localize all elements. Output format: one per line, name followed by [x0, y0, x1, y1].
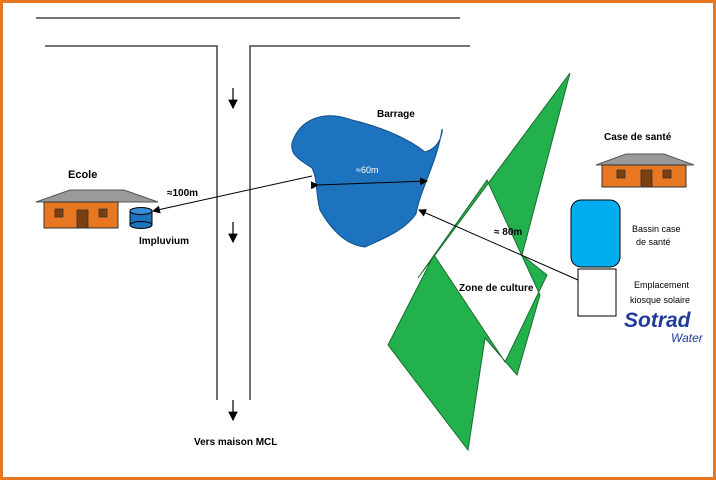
distance-60m-label: ≈60m: [356, 165, 378, 175]
bassin-label-line1: Bassin case: [632, 224, 681, 234]
road-right-edge: [249, 45, 470, 400]
bassin-tank: [570, 199, 621, 268]
road-left-edge: [45, 45, 218, 400]
logo-main-text: Sotrad: [624, 309, 692, 332]
ecole-building: [35, 189, 159, 229]
roof-icon: [35, 189, 159, 203]
kiosque-placeholder: [577, 268, 617, 317]
vers-maison-label: Vers maison MCL: [194, 437, 277, 448]
door-icon: [76, 209, 89, 229]
logo-sub-text: Water: [671, 331, 704, 345]
case-sante-building: [595, 153, 695, 188]
door-icon: [640, 169, 653, 188]
case-sante-label: Case de santé: [604, 132, 672, 143]
distance-100m-label: ≈100m: [167, 188, 198, 199]
distance-80m-label: ≈ 80m: [494, 227, 522, 238]
window-icon: [616, 169, 626, 179]
sotrad-water-logo: Sotrad Water: [624, 309, 704, 345]
impluvium-tank: [129, 207, 153, 229]
zone-culture-label: Zone de culture: [459, 283, 534, 294]
road-network: [36, 17, 470, 400]
ecole-label: Ecole: [68, 169, 97, 181]
impluvium-label: Impluvium: [139, 236, 189, 247]
emplacement-label-line1: Emplacement: [634, 280, 690, 290]
window-icon: [98, 208, 108, 218]
emplacement-label-line2: kiosque solaire: [630, 295, 690, 305]
arrow-barrage-to-impluvium: [152, 175, 313, 214]
arrow-barrage-width: [310, 177, 428, 190]
roof-icon: [595, 153, 695, 166]
barrage-label: Barrage: [377, 109, 415, 120]
zone-culture-shape: [387, 72, 571, 452]
bassin-label-line2: de santé: [636, 237, 671, 247]
arrow-kiosque-to-barrage: [418, 209, 579, 281]
window-icon: [662, 169, 672, 179]
window-icon: [54, 208, 64, 218]
